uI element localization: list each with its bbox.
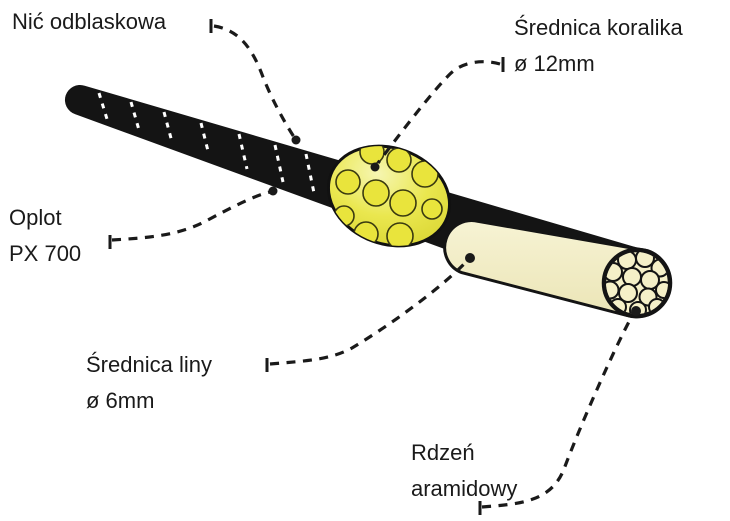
label-line: Oplot (9, 205, 62, 230)
label-line: Średnica liny (86, 352, 212, 377)
label-value: ø 12mm (514, 51, 595, 76)
reflective-thread-marks (97, 92, 316, 194)
label-braid: Oplot PX 700 (9, 200, 81, 272)
label-rope-diameter: Średnica liny ø 6mm (86, 347, 212, 419)
leader-dot (370, 162, 380, 172)
leader-dot (631, 306, 641, 316)
label-line: Nić odblaskowa (12, 9, 167, 34)
leader-braid (108, 186, 278, 249)
label-line: Rdzeń (411, 440, 475, 465)
leader-reflective-thread (209, 19, 301, 145)
label-value: aramidowy (411, 476, 518, 501)
leader-dot (268, 186, 278, 196)
leader-dot (291, 135, 301, 145)
leader-dot (465, 253, 475, 263)
label-reflective-thread: Nić odblaskowa (12, 4, 166, 40)
leader-aramid-core (478, 306, 641, 515)
label-aramid-core: Rdzeń aramidowy (411, 435, 517, 507)
rope-cross-section (601, 247, 673, 319)
leader-rope-diameter (265, 253, 475, 372)
label-value: ø 6mm (86, 388, 155, 413)
leader-lines (108, 19, 641, 515)
label-bead-diameter: Średnica koralika ø 12mm (514, 10, 683, 82)
label-value: PX 700 (9, 241, 82, 266)
leader-bead-diameter (370, 57, 505, 172)
label-line: Średnica koralika (514, 15, 683, 40)
